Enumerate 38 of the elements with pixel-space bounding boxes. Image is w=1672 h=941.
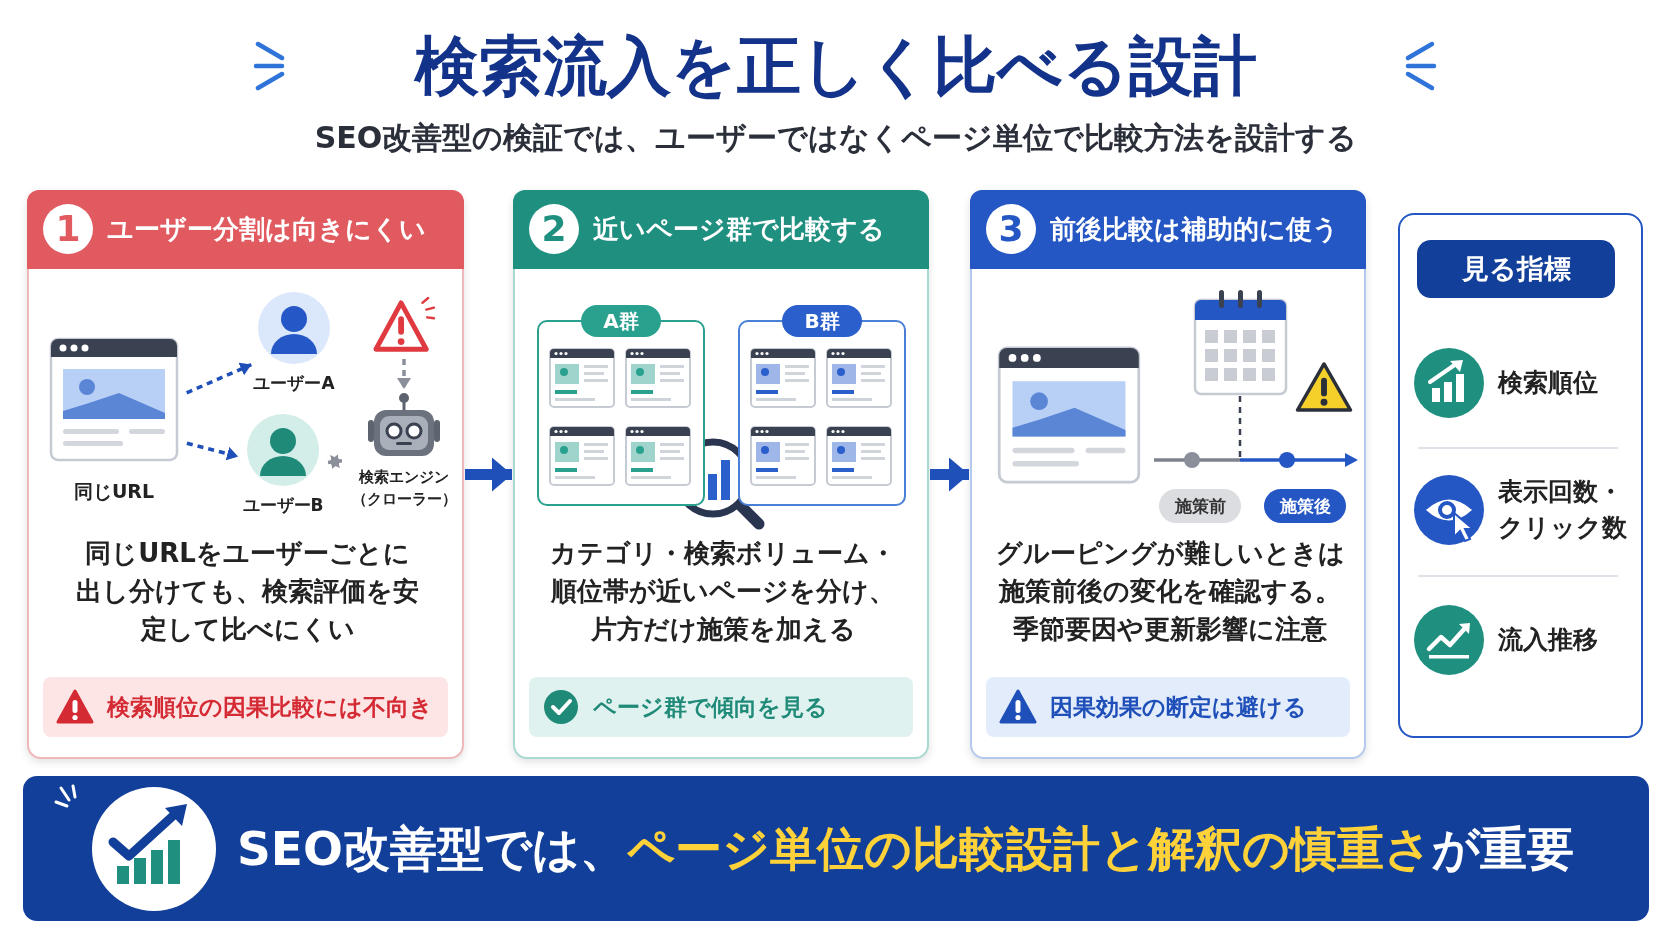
- arrow: [327, 454, 343, 469]
- node-label: ユーザーA: [252, 372, 336, 395]
- arrow: [397, 359, 411, 389]
- panel-heading: 前後比較は補助的に使う: [1050, 213, 1340, 246]
- note-text: 因果効果の断定は避ける: [1050, 693, 1308, 722]
- note-text: 検索順位の因果比較には不向き: [107, 693, 434, 722]
- step-panel: [27, 190, 464, 759]
- group-label: A群: [581, 305, 661, 337]
- header-pill: 見る指標: [1417, 240, 1615, 298]
- step-number: 3: [986, 204, 1036, 254]
- node-label: 同じURL: [72, 479, 156, 504]
- arrow: [186, 362, 252, 395]
- body-text: カテゴリ・検索ボリューム・順位帯が近いページを分け、片方だけ施策を加える: [549, 537, 897, 646]
- phase-badge: 施策後: [1264, 489, 1346, 523]
- metrics-panel: [1398, 213, 1643, 738]
- flow-arrow: [930, 457, 969, 492]
- metric-label: 検索順位: [1498, 367, 1599, 399]
- step-panel: [970, 190, 1366, 759]
- title: 検索流入を正しく比べる設計: [413, 28, 1258, 105]
- panel-heading: ユーザー分割は向きにくい: [107, 213, 427, 246]
- body-text: グルーピングが難しいときは施策前後の変化を確認する。季節要因や更新影響に注意: [995, 537, 1345, 646]
- node-label: ユーザーB: [241, 494, 325, 517]
- metric-label: 表示回数・クリック数: [1498, 476, 1628, 544]
- panel-heading: 近いページ群で比較する: [593, 213, 886, 246]
- step-panel: [513, 190, 929, 759]
- arrow: [186, 441, 239, 461]
- body-text: 同じURLをユーザーごとに出し分けても、検索評価を安定して比べにくい: [75, 537, 420, 646]
- summary-banner: [23, 776, 1649, 921]
- subtitle: SEO改善型の検証では、ユーザーではなくページ単位で比較方法を設計する: [313, 119, 1359, 157]
- step-number: 2: [529, 204, 579, 254]
- node-label: 検索エンジン（クローラー）: [350, 468, 458, 509]
- phase-badge: 施策前: [1159, 489, 1241, 523]
- group-label: B群: [782, 305, 862, 337]
- step-number: 1: [43, 204, 93, 254]
- metric-label: 流入推移: [1498, 624, 1599, 656]
- note-text: ページ群で傾向を見る: [593, 693, 829, 722]
- summary-text: SEO改善型では、ページ単位の比較設計と解釈の慎重さが重要: [237, 820, 1575, 878]
- flow-arrow: [465, 457, 512, 492]
